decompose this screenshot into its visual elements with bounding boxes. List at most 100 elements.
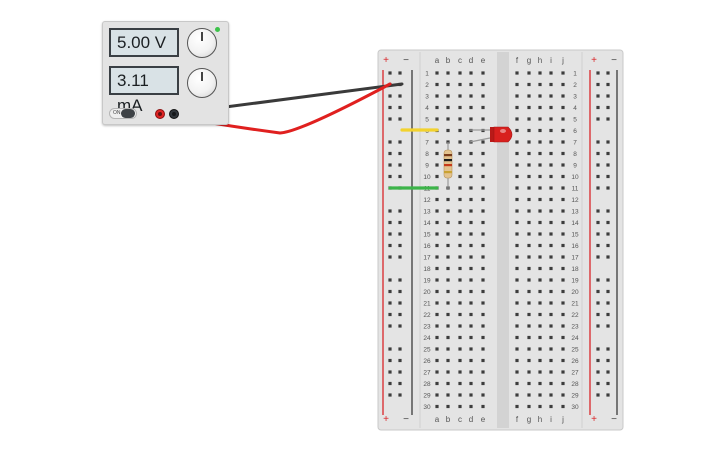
- breadboard-hole[interactable]: [538, 358, 542, 363]
- breadboard-hole[interactable]: [446, 243, 450, 248]
- breadboard-hole[interactable]: [549, 243, 553, 248]
- breadboard-hole[interactable]: [549, 174, 553, 179]
- breadboard-hole[interactable]: [549, 381, 553, 386]
- breadboard-hole[interactable]: [481, 404, 485, 409]
- rail-hole[interactable]: [596, 393, 600, 397]
- breadboard-hole[interactable]: [538, 140, 542, 144]
- breadboard-hole[interactable]: [527, 278, 531, 282]
- rail-hole[interactable]: [398, 94, 402, 98]
- breadboard-hole[interactable]: [538, 289, 542, 294]
- breadboard-hole[interactable]: [527, 393, 531, 397]
- rail-hole[interactable]: [388, 232, 392, 236]
- breadboard-hole[interactable]: [538, 404, 542, 409]
- breadboard-hole[interactable]: [469, 266, 473, 271]
- breadboard-hole[interactable]: [538, 347, 542, 351]
- breadboard-hole[interactable]: [446, 82, 450, 87]
- breadboard-hole[interactable]: [527, 163, 531, 167]
- breadboard-hole[interactable]: [527, 255, 531, 259]
- breadboard-hole[interactable]: [527, 105, 531, 110]
- breadboard-hole[interactable]: [549, 151, 553, 156]
- breadboard-hole[interactable]: [549, 197, 553, 202]
- rail-hole[interactable]: [596, 117, 600, 121]
- rail-hole[interactable]: [606, 381, 610, 386]
- breadboard-hole[interactable]: [527, 94, 531, 98]
- breadboard-hole[interactable]: [561, 347, 565, 351]
- rail-hole[interactable]: [398, 324, 402, 328]
- breadboard-hole[interactable]: [515, 335, 519, 340]
- breadboard-hole[interactable]: [538, 151, 542, 156]
- breadboard-hole[interactable]: [561, 312, 565, 317]
- breadboard-hole[interactable]: [446, 404, 450, 409]
- breadboard-hole[interactable]: [549, 186, 553, 190]
- breadboard-hole[interactable]: [515, 289, 519, 294]
- breadboard-hole[interactable]: [458, 347, 462, 351]
- breadboard-hole[interactable]: [458, 393, 462, 397]
- breadboard-hole[interactable]: [446, 220, 450, 225]
- rail-hole[interactable]: [398, 105, 402, 110]
- breadboard-hole[interactable]: [549, 117, 553, 121]
- rail-hole[interactable]: [596, 151, 600, 156]
- rail-hole[interactable]: [398, 347, 402, 351]
- breadboard-hole[interactable]: [538, 266, 542, 271]
- rail-hole[interactable]: [388, 94, 392, 98]
- breadboard-hole[interactable]: [435, 393, 439, 397]
- breadboard-hole[interactable]: [538, 71, 542, 75]
- breadboard-hole[interactable]: [446, 289, 450, 294]
- breadboard-hole[interactable]: [538, 324, 542, 328]
- breadboard-hole[interactable]: [458, 220, 462, 225]
- rail-hole[interactable]: [596, 220, 600, 225]
- breadboard-hole[interactable]: [549, 105, 553, 110]
- rail-hole[interactable]: [388, 358, 392, 363]
- breadboard-hole[interactable]: [561, 105, 565, 110]
- breadboard-hole[interactable]: [561, 289, 565, 294]
- breadboard-hole[interactable]: [515, 370, 519, 374]
- breadboard-hole[interactable]: [458, 324, 462, 328]
- rail-hole[interactable]: [388, 140, 392, 144]
- breadboard-hole[interactable]: [481, 105, 485, 110]
- rail-hole[interactable]: [606, 105, 610, 110]
- breadboard-hole[interactable]: [549, 71, 553, 75]
- breadboard-hole[interactable]: [515, 174, 519, 179]
- breadboard-hole[interactable]: [549, 358, 553, 363]
- breadboard-hole[interactable]: [458, 105, 462, 110]
- breadboard-hole[interactable]: [458, 140, 462, 144]
- breadboard-hole[interactable]: [458, 404, 462, 409]
- breadboard-hole[interactable]: [458, 381, 462, 386]
- breadboard-hole[interactable]: [549, 347, 553, 351]
- rail-hole[interactable]: [596, 232, 600, 236]
- breadboard-hole[interactable]: [527, 289, 531, 294]
- breadboard-hole[interactable]: [446, 347, 450, 351]
- breadboard-hole[interactable]: [435, 289, 439, 294]
- negative-terminal[interactable]: [169, 109, 179, 119]
- breadboard-hole[interactable]: [538, 335, 542, 340]
- breadboard-hole[interactable]: [515, 381, 519, 386]
- breadboard-hole[interactable]: [446, 278, 450, 282]
- breadboard-hole[interactable]: [469, 82, 473, 87]
- breadboard-hole[interactable]: [435, 140, 439, 144]
- breadboard-hole[interactable]: [435, 243, 439, 248]
- breadboard-hole[interactable]: [435, 381, 439, 386]
- breadboard-hole[interactable]: [481, 370, 485, 374]
- breadboard-hole[interactable]: [527, 404, 531, 409]
- rail-hole[interactable]: [606, 82, 610, 87]
- breadboard-hole[interactable]: [435, 220, 439, 225]
- breadboard-hole[interactable]: [458, 117, 462, 121]
- rail-hole[interactable]: [596, 105, 600, 110]
- current-knob[interactable]: [187, 68, 217, 98]
- breadboard-hole[interactable]: [458, 312, 462, 317]
- breadboard-hole[interactable]: [549, 393, 553, 397]
- breadboard-hole[interactable]: [446, 117, 450, 121]
- rail-hole[interactable]: [606, 347, 610, 351]
- rail-hole[interactable]: [388, 220, 392, 225]
- rail-hole[interactable]: [596, 381, 600, 386]
- rail-hole[interactable]: [606, 94, 610, 98]
- breadboard-hole[interactable]: [435, 370, 439, 374]
- rail-hole[interactable]: [606, 186, 610, 190]
- rail-hole[interactable]: [398, 381, 402, 386]
- breadboard-hole[interactable]: [549, 163, 553, 167]
- breadboard-hole[interactable]: [481, 335, 485, 340]
- breadboard-hole[interactable]: [561, 94, 565, 98]
- breadboard-hole[interactable]: [469, 209, 473, 213]
- breadboard-hole[interactable]: [515, 82, 519, 87]
